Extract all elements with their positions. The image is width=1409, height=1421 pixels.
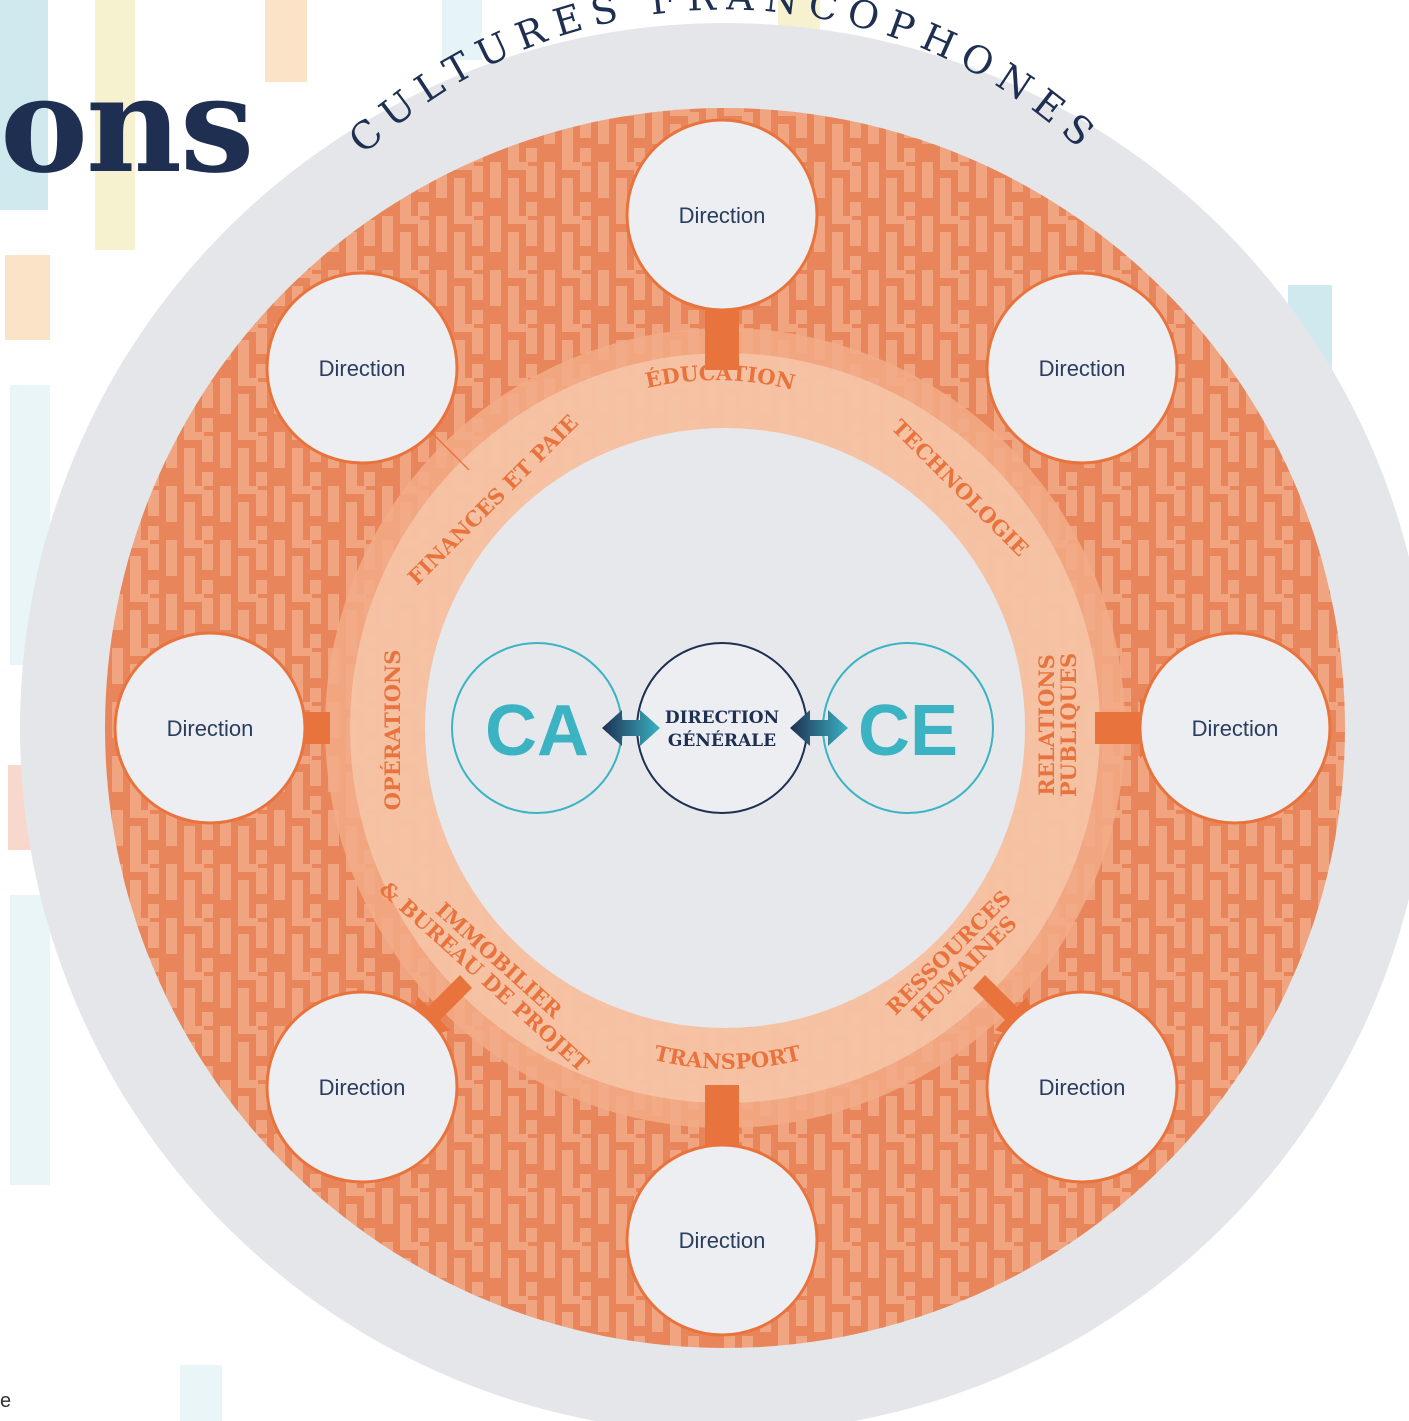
direction-nodes: Direction Direction Direction Direction … <box>113 118 1332 1337</box>
dept-label-operations: OPÉRATIONS <box>380 650 405 811</box>
dg-ce-connector-icon <box>790 710 848 746</box>
direction-node-top-left: Direction <box>265 271 459 465</box>
ca-dg-connector-icon <box>602 710 660 746</box>
background-bar <box>95 0 135 250</box>
background-bar <box>180 1365 222 1421</box>
direction-generale-line1: DIRECTION <box>665 708 779 728</box>
background-bar <box>0 0 48 210</box>
direction-label: Direction <box>319 356 406 381</box>
background-bar <box>5 255 50 340</box>
svg-text:PUBLIQUES: PUBLIQUES <box>1056 653 1081 797</box>
direction-node-left: Direction <box>113 631 307 825</box>
direction-generale-line2: GÉNÉRALE <box>668 730 776 751</box>
background-bar <box>442 0 482 60</box>
direction-node-bottom: Direction <box>625 1143 819 1337</box>
ce-label: CE <box>858 691 958 771</box>
direction-label: Direction <box>679 203 766 228</box>
background-bar <box>10 895 50 1185</box>
direction-label: Direction <box>679 1228 766 1253</box>
direction-generale-circle <box>636 642 808 814</box>
direction-label: Direction <box>1039 1075 1126 1100</box>
direction-label: Direction <box>1192 716 1279 741</box>
direction-node-top: Direction <box>625 118 819 312</box>
direction-node-bottom-right: Direction <box>985 990 1179 1184</box>
direction-label: Direction <box>319 1075 406 1100</box>
page-title-fragment: ons <box>0 48 254 203</box>
direction-label: Direction <box>1039 356 1126 381</box>
dept-label-relations-publiques: RELATIONS PUBLIQUES <box>1034 653 1081 797</box>
direction-node-bottom-left: Direction <box>265 990 459 1184</box>
direction-node-top-right: Direction <box>985 271 1179 465</box>
footer-text-fragment: e <box>0 1390 12 1412</box>
direction-label: Direction <box>167 716 254 741</box>
background-bar <box>265 0 307 82</box>
direction-node-right: Direction <box>1138 631 1332 825</box>
ca-label: CA <box>485 691 589 771</box>
center-cluster: CA DIRECTION GÉNÉRALE CE <box>451 642 994 814</box>
svg-text:RELATIONS: RELATIONS <box>1034 654 1059 795</box>
